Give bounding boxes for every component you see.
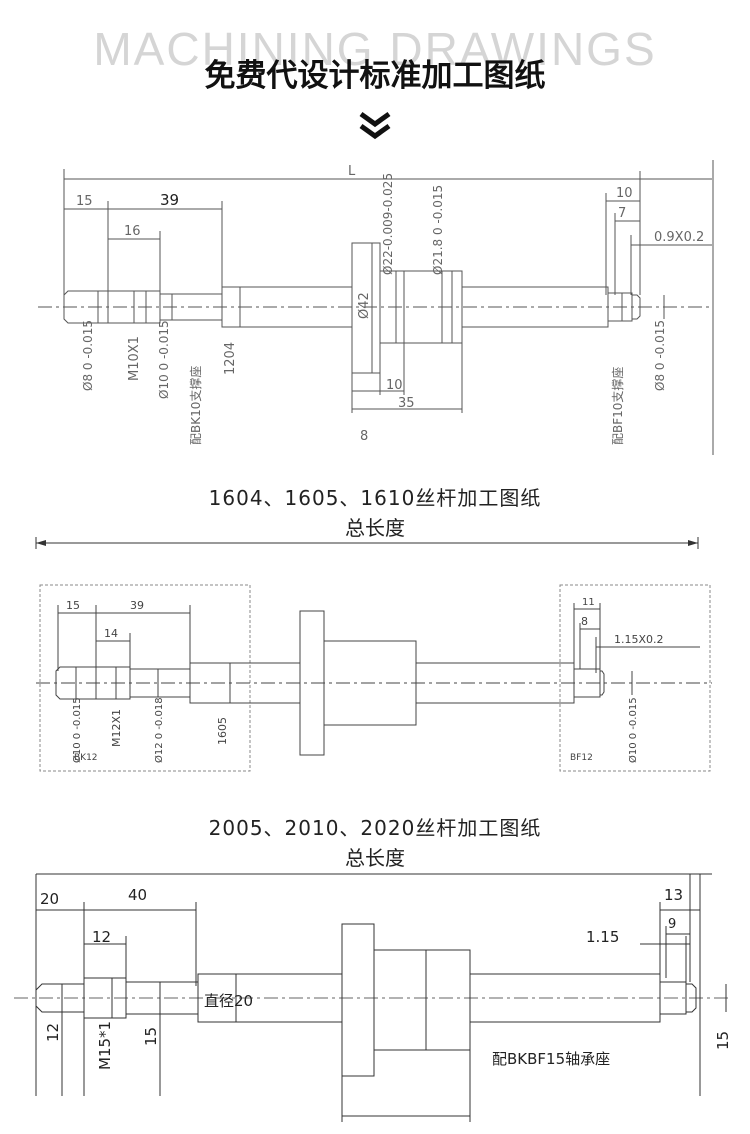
dim-8: 8 — [581, 615, 588, 628]
dia-12-label: Ø12 0 -0.018 — [153, 697, 165, 763]
dim-15-right: 15 — [714, 1031, 732, 1050]
dia-22-label: Ø22-0.009-0.025 — [381, 173, 395, 275]
model-1605-label: 1605 — [216, 717, 229, 745]
dim-1-15: 1.15 — [586, 928, 619, 946]
total-length-arrow-1 — [35, 537, 699, 549]
dia-10-left-label: Ø10 0 -0.015 — [71, 697, 83, 763]
dim-12-left: 12 — [44, 1023, 62, 1042]
dim-40: 40 — [128, 886, 147, 904]
page-header: MACHINING DRAWINGS 免费代设计标准加工图纸 — [0, 0, 750, 150]
chamfer-label: 0.9X0.2 — [654, 230, 704, 245]
dia-10-right-label: Ø10 0 -0.015 — [627, 697, 639, 763]
thread-label: M12X1 — [110, 709, 123, 747]
thread-label: M10X1 — [127, 336, 142, 381]
drawing-1605: 15 39 14 11 8 1.15X0.2 BK12 BF12 Ø10 0 -… — [36, 584, 712, 772]
dim-15-left: 15 — [142, 1027, 160, 1046]
dia-42-label: Ø42 — [357, 292, 372, 319]
dim-16: 16 — [124, 224, 141, 239]
dim-L: L — [348, 164, 356, 179]
dim-20: 20 — [40, 890, 59, 908]
caption-1-total-length: 总长度 — [345, 516, 405, 540]
dia-10-label: Ø10 0 -0.015 — [157, 320, 171, 399]
thread-label: M15*1 — [96, 1021, 114, 1070]
model-1204-label: 1204 — [223, 342, 238, 375]
chamfer-label: 1.15X0.2 — [614, 633, 664, 646]
drawing-2005: 20 40 12 13 9 1.15 直径20 配BKBF15轴承座 12 M1… — [14, 873, 732, 1122]
drawing-1204: L 15 39 16 10 7 0.9X0.2 8 10 35 Ø22-0.00… — [38, 160, 714, 455]
support-label: 配BKBF15轴承座 — [492, 1050, 610, 1068]
dim-12-top: 12 — [92, 928, 111, 946]
bf12-label: BF12 — [570, 753, 593, 763]
caption-2-title: 2005、2010、2020丝杆加工图纸 — [208, 816, 542, 840]
dim-15: 15 — [66, 599, 80, 612]
page-title: 免费代设计标准加工图纸 — [204, 58, 546, 94]
dim-35: 35 — [398, 396, 415, 411]
caption-1-title: 1604、1605、1610丝杆加工图纸 — [208, 486, 542, 510]
dim-11: 11 — [582, 597, 595, 608]
header-watermark: MACHINING DRAWINGS — [93, 23, 657, 75]
dim-8: 8 — [360, 429, 368, 444]
dim-9: 9 — [668, 917, 676, 932]
bk12-label: BK12 — [74, 753, 98, 763]
dim-10-right: 10 — [616, 186, 633, 201]
dim-10-nut: 10 — [386, 378, 403, 393]
dim-13: 13 — [664, 886, 683, 904]
dim-15: 15 — [76, 194, 93, 209]
caption-2-total-length: 总长度 — [345, 846, 405, 870]
dim-39: 39 — [160, 191, 179, 209]
dim-14: 14 — [104, 627, 118, 640]
dia-21-8-label: Ø21.8 0 -0.015 — [431, 185, 445, 275]
dia-8-right-label: Ø8 0 -0.015 — [653, 320, 667, 391]
dia-8-left-label: Ø8 0 -0.015 — [81, 320, 95, 391]
double-chevron-down-icon — [359, 111, 391, 140]
dim-7: 7 — [618, 206, 626, 221]
support-right-label: 配BF10支撑座 — [610, 367, 625, 445]
dim-39: 39 — [130, 599, 144, 612]
diameter-label: 直径20 — [204, 992, 253, 1010]
support-left-label: 配BK10支撑座 — [188, 366, 203, 445]
